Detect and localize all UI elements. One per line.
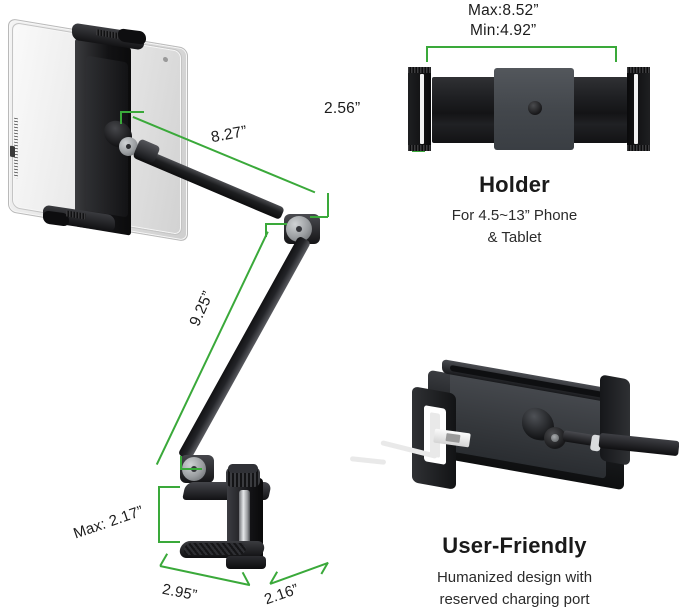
holder-height-label: 2.56” [324, 100, 361, 117]
holder-panel: Max:8.52” Min:4.92” 2.56” [324, 0, 679, 260]
holder-subtitle-line2: & Tablet [487, 229, 542, 246]
stand-diagram: 8.27” 9.25” Max: 2.17” 2.95” [8, 17, 329, 609]
holder-max-width-label: Max:8.52” [468, 2, 539, 19]
user-friendly-panel: User-Friendly Humanized design with rese… [349, 355, 679, 612]
holder-min-width-label: Min:4.92” [470, 22, 537, 39]
holder-title: Holder [479, 172, 550, 197]
dimension-9-25-label: 9.25” [186, 288, 217, 329]
user-friendly-subtitle-line2: reserved charging port [439, 591, 590, 608]
dimension-2-95-label: 2.95” [160, 580, 199, 605]
dimension-8-27-label: 8.27” [209, 122, 249, 147]
lower-arm [177, 235, 312, 462]
holder-subtitle-line1: For 4.5~13” Phone [451, 207, 578, 224]
user-friendly-subtitle-line1: Humanized design with [436, 569, 593, 586]
user-friendly-title: User-Friendly [442, 533, 587, 558]
dimension-max-2-17-label: Max: 2.17” [71, 502, 146, 543]
dimension-2-16-label: 2.16” [262, 580, 302, 609]
